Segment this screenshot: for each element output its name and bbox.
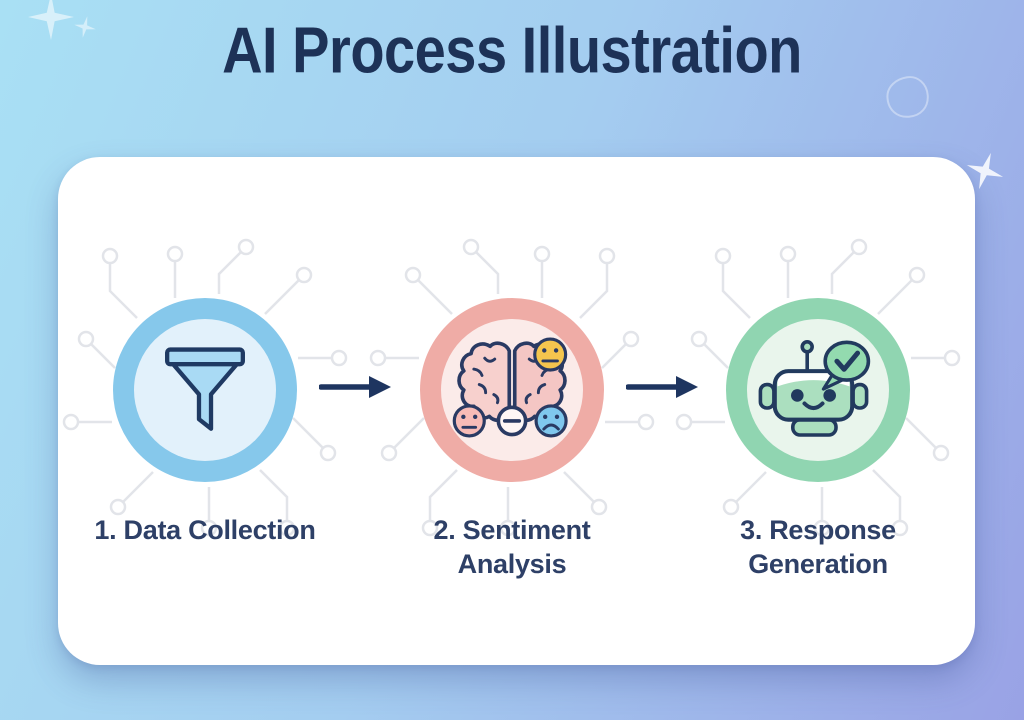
checkmark-bubble-icon [821, 340, 871, 391]
arrow-icon [626, 376, 698, 398]
page-title: AI Process Illustration [222, 13, 802, 87]
step-label-response-generation: 3. Response Generation [740, 515, 896, 580]
robot-checkmark-icon [758, 340, 871, 437]
step-circle-data-collection [113, 298, 297, 482]
funnel-icon [165, 347, 245, 431]
step-circle-response-generation [726, 298, 910, 482]
step-inner-response-generation [747, 319, 889, 461]
step-label-data-collection: 1. Data Collection [94, 515, 316, 545]
neutral-emoji-icon [452, 404, 486, 438]
positive-emoji-icon [533, 337, 568, 372]
step-circle-sentiment-analysis [420, 298, 604, 482]
step-inner-sentiment-analysis [441, 319, 583, 461]
circle-doodle [886, 76, 929, 118]
sparkle-icon [966, 152, 1004, 190]
negative-emoji-icon [534, 404, 568, 438]
step-inner-data-collection [134, 319, 276, 461]
main-card: 1. Data Collection 2. Sentiment Analysis… [58, 157, 975, 665]
sparkle-icon [74, 16, 96, 38]
sparkle-icon [28, 0, 74, 40]
brain-sentiment-icon [452, 337, 568, 438]
arrow-icon [319, 376, 391, 398]
step-label-sentiment-analysis: 2. Sentiment Analysis [433, 515, 591, 580]
